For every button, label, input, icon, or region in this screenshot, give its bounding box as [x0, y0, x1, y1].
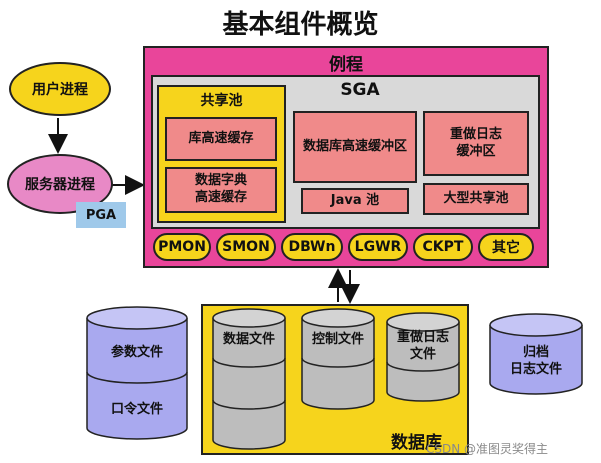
large-pool-box: 大型共享池 — [423, 183, 529, 215]
process-other: 其它 — [478, 233, 534, 261]
shared-pool-title: 共享池 — [200, 93, 243, 109]
diagram-title: 基本组件概览 — [222, 10, 379, 40]
user-process-ellipse: 用户进程 — [9, 62, 111, 116]
library-cache-box: 库高速缓存 — [165, 117, 277, 161]
redo-log-buffer-box: 重做日志 缓冲区 — [423, 111, 529, 176]
sga-title: SGA — [340, 80, 380, 100]
pga-box: PGA — [76, 202, 126, 228]
control-file-cylinder — [301, 308, 375, 410]
process-lgwr: LGWR — [348, 233, 408, 261]
parameter-file-label: 参数文件 — [110, 345, 163, 360]
redo-log-file-cylinder — [386, 312, 460, 402]
user-process-label: 用户进程 — [32, 82, 88, 98]
data-file-cylinder — [212, 308, 286, 450]
server-process-ellipse: 服务器进程 — [7, 154, 113, 214]
parameter-password-cylinder — [86, 306, 188, 440]
redo-log-file-label: 重做日志 文件 — [396, 330, 449, 362]
server-process-label: 服务器进程 — [25, 177, 95, 193]
password-file-label: 口令文件 — [110, 402, 163, 417]
java-pool-box: Java 池 — [301, 188, 409, 214]
archive-log-cylinder — [489, 313, 583, 395]
database-title: 数据库 — [391, 433, 442, 453]
archive-log-file-label: 归档 日志文件 — [509, 345, 562, 377]
control-file-label: 控制文件 — [311, 332, 364, 347]
data-file-label: 数据文件 — [222, 332, 275, 347]
process-pmon: PMON — [153, 233, 211, 261]
watermark: CSDN @准图灵奖得主 — [426, 442, 549, 456]
dictionary-cache-box: 数据字典 高速缓存 — [165, 167, 277, 213]
instance-title: 例程 — [329, 55, 363, 75]
process-dbwn: DBWn — [281, 233, 343, 261]
process-smon: SMON — [216, 233, 276, 261]
buffer-cache-box: 数据库高速缓冲区 — [293, 111, 417, 183]
process-ckpt: CKPT — [413, 233, 473, 261]
